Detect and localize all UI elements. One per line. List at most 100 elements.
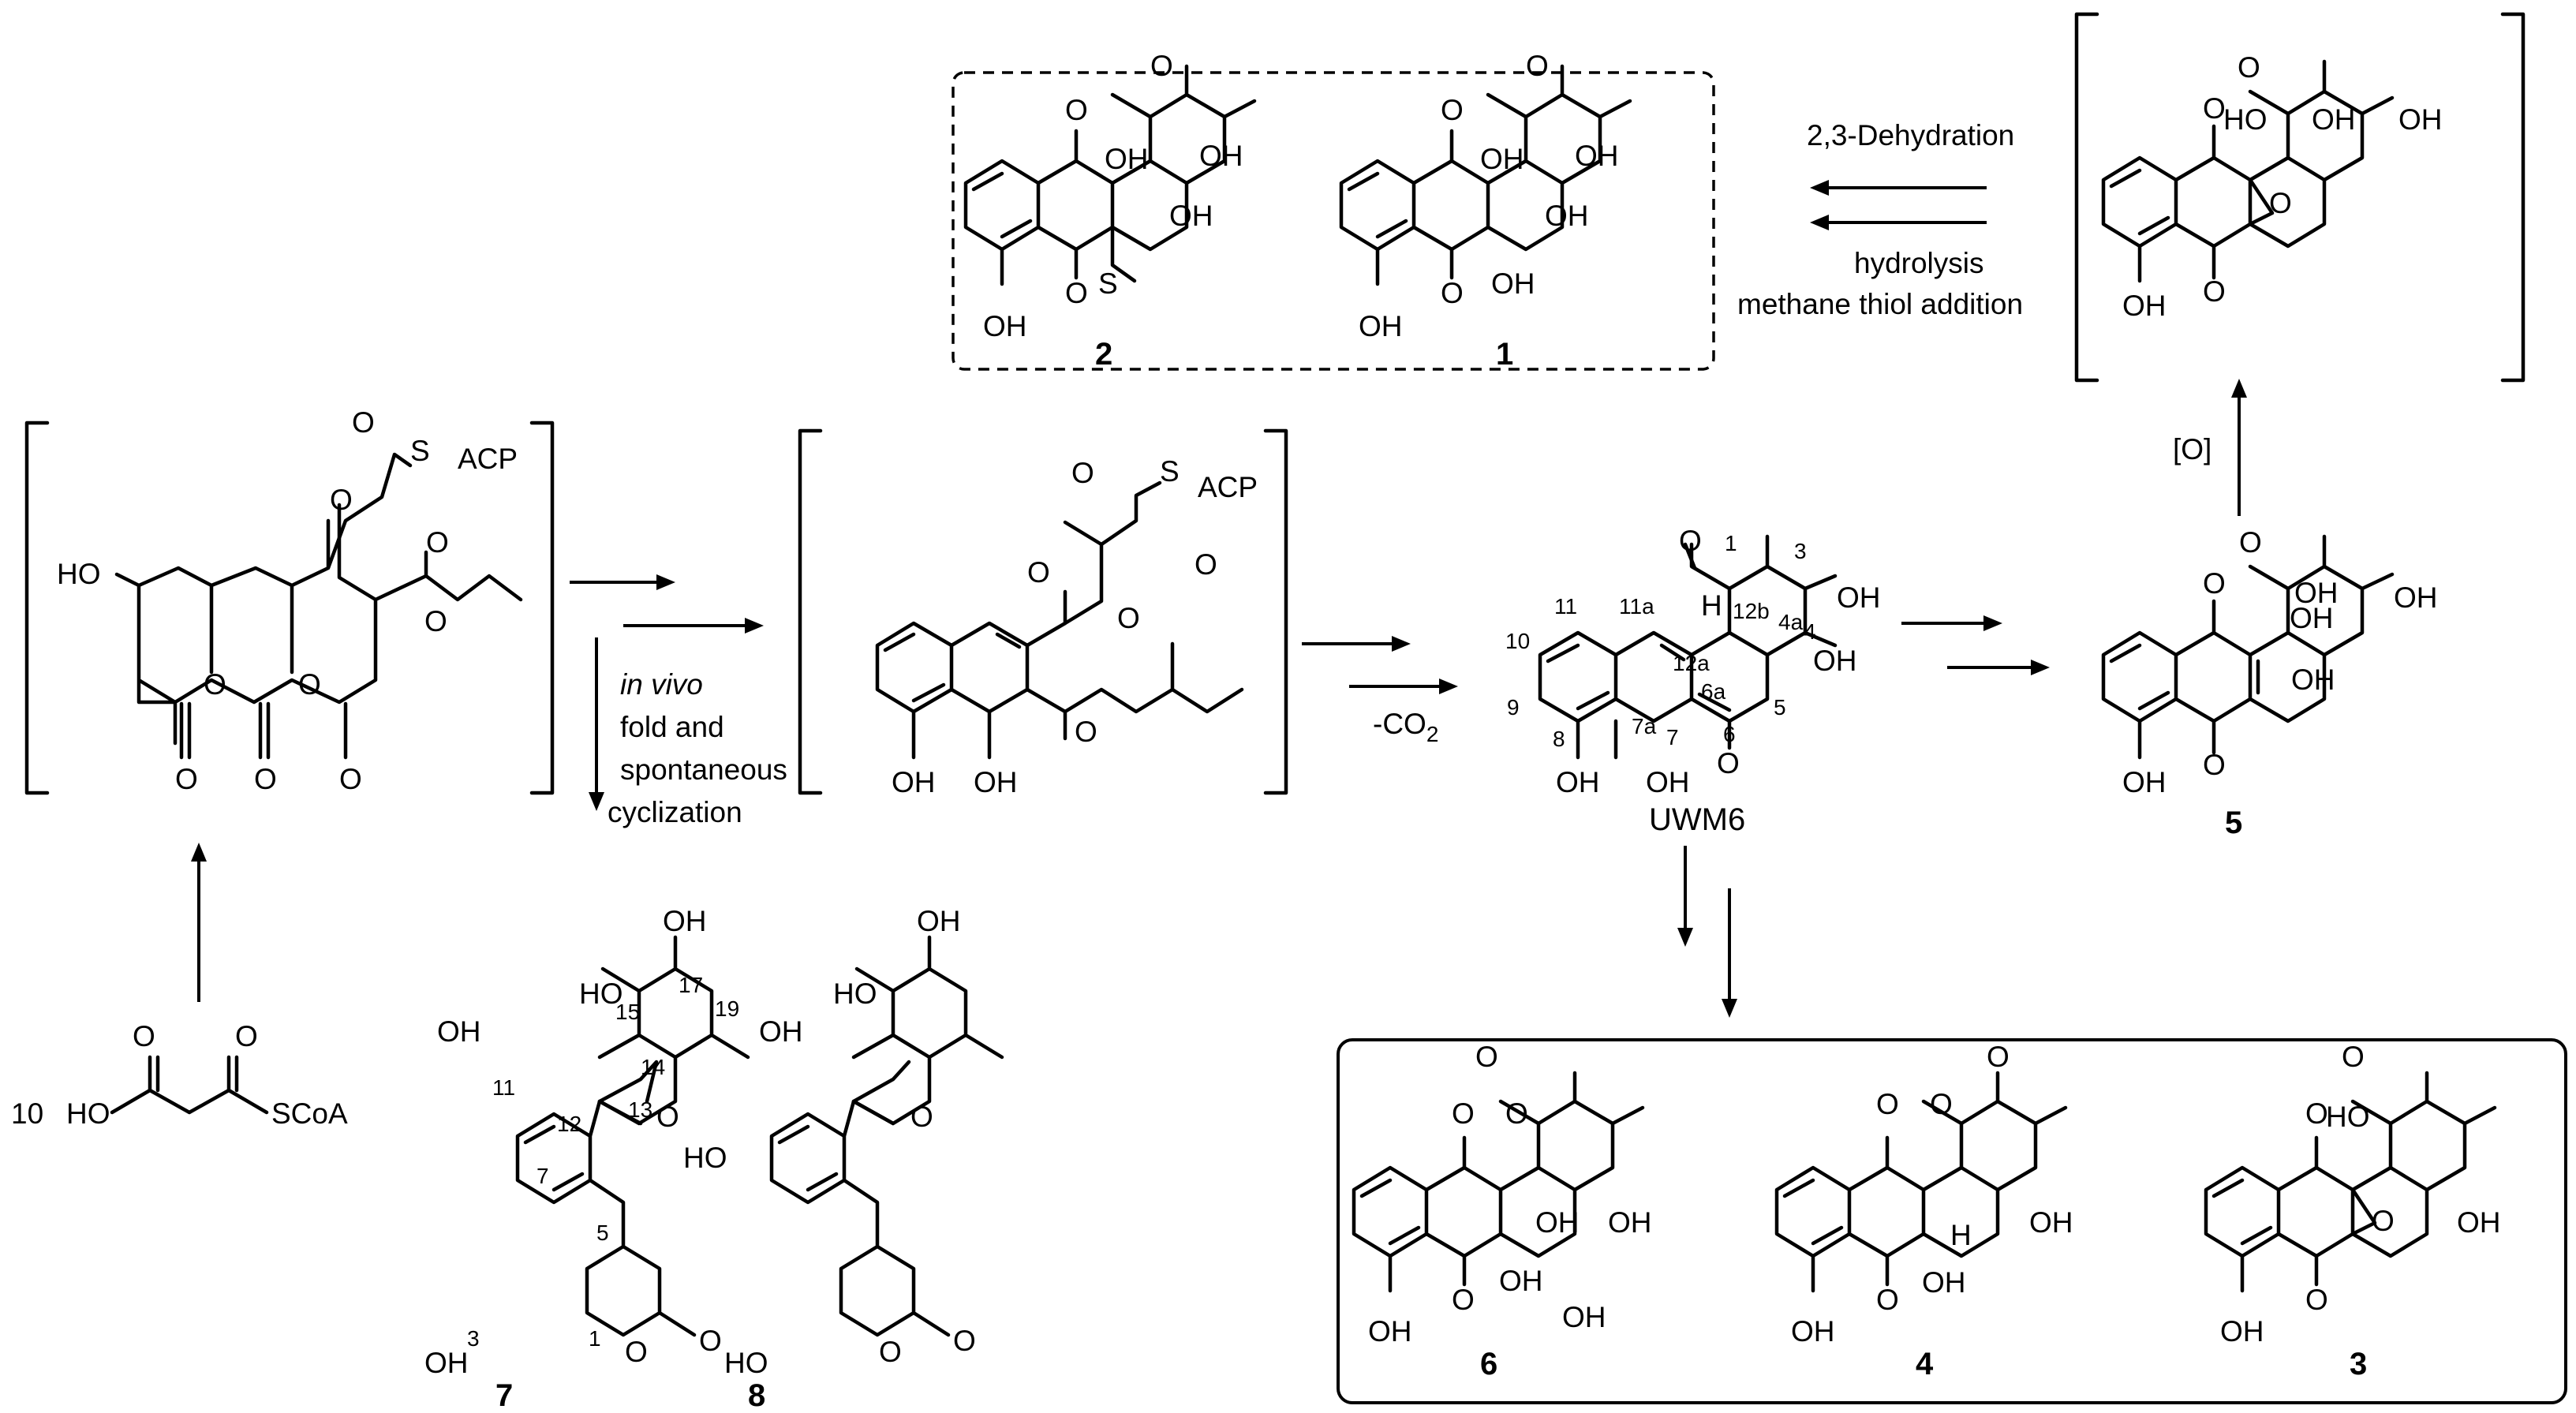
svg-text:O: O [235, 1020, 258, 1052]
svg-text:3: 3 [467, 1326, 480, 1351]
svg-text:12: 12 [557, 1112, 581, 1136]
svg-text:O: O [879, 1336, 902, 1368]
svg-text:1: 1 [1496, 337, 1513, 372]
epoxide-intermediate-structure: O O O O HO OH OH OH [2101, 51, 2443, 322]
svg-text:O: O [1452, 1097, 1475, 1130]
svg-text:11: 11 [492, 1075, 515, 1100]
naphthalene-intermediate-structure: OH OH O S ACP O O O O [875, 455, 1258, 798]
svg-text:OH: OH [1562, 1301, 1606, 1333]
svg-text:OH: OH [1837, 581, 1881, 614]
svg-text:OH: OH [1646, 766, 1690, 798]
compound-4-structure: O O O O H OH OH OH 4 [1774, 1041, 2073, 1381]
svg-text:O: O [2203, 749, 2226, 781]
svg-text:7: 7 [495, 1378, 513, 1413]
svg-text:8: 8 [1553, 727, 1565, 751]
svg-text:10: 10 [1505, 629, 1530, 653]
label-fold: fold and [620, 711, 724, 743]
solid-product-box [1337, 1038, 2567, 1404]
label-spontaneous: spontaneous [620, 753, 787, 786]
svg-text:O: O [352, 406, 375, 439]
label-methanethiol: methane thiol addition [1737, 288, 2023, 320]
svg-text:O: O [1679, 525, 1702, 557]
label-oxidation: [O] [2173, 433, 2211, 465]
svg-text:ACP: ACP [1198, 471, 1258, 503]
svg-text:OH: OH [2457, 1206, 2501, 1239]
svg-text:11: 11 [1554, 594, 1577, 619]
arrow-dehydration [1810, 180, 1987, 230]
dashed-product-box [952, 71, 1715, 371]
svg-text:O: O [2203, 567, 2226, 600]
arrow-uwm6-down [1677, 846, 1737, 1018]
svg-text:OH: OH [759, 1015, 803, 1048]
svg-text:ACP: ACP [458, 443, 518, 475]
svg-text:O: O [1150, 50, 1173, 82]
svg-text:O: O [426, 526, 449, 559]
compound-7-structure: OH HO OH O O O OH 7 17 15 19 14 13 11 12… [424, 905, 750, 1413]
svg-text:O: O [254, 763, 277, 795]
svg-text:5: 5 [1774, 695, 1786, 720]
svg-text:O: O [1027, 556, 1050, 589]
svg-text:OH: OH [1575, 140, 1619, 172]
label-cyclization: cyclization [608, 796, 742, 828]
svg-text:S: S [1160, 455, 1180, 488]
svg-text:15: 15 [615, 1000, 640, 1024]
compound-6-structure: O O O O OH OH OH OH OH 6 [1352, 1041, 1652, 1381]
svg-text:O: O [1117, 602, 1140, 634]
bracket-epoxide-intermediate [2074, 12, 2526, 383]
arrow-uwm6-to-5 [1901, 615, 2050, 675]
svg-text:OH: OH [917, 905, 961, 937]
arrow-polyketide-to-naphthalene [570, 574, 764, 634]
svg-text:19: 19 [715, 996, 739, 1021]
svg-text:OH: OH [1922, 1266, 1966, 1299]
svg-text:11a: 11a [1619, 594, 1654, 619]
svg-text:12b: 12b [1733, 599, 1770, 623]
svg-text:O: O [1526, 50, 1549, 82]
svg-text:O: O [175, 763, 198, 795]
svg-text:OH: OH [437, 1015, 481, 1048]
linear-polyketide-structure: HO S ACP O O O O O O O O O [57, 406, 523, 795]
svg-text:HO: HO [579, 978, 623, 1010]
svg-text:OH: OH [2122, 766, 2167, 798]
compound-2-structure: O O O OH OH OH S OH 2 [963, 50, 1257, 372]
svg-text:OH: OH [1169, 200, 1213, 232]
svg-text:O: O [1075, 716, 1097, 748]
svg-text:HO: HO [833, 978, 877, 1010]
svg-text:OH: OH [1105, 143, 1149, 175]
svg-text:O: O [1717, 747, 1740, 779]
svg-text:12a: 12a [1673, 651, 1710, 675]
svg-text:OH: OH [2394, 581, 2438, 614]
svg-text:17: 17 [679, 973, 703, 997]
svg-text:OH: OH [1199, 140, 1243, 172]
svg-text:8: 8 [748, 1378, 765, 1413]
uwm6-structure: O H OH OH O OH OH UWM6 1 3 4 4a 5 6 6a 7… [1505, 525, 1881, 837]
svg-text:O: O [910, 1101, 933, 1133]
svg-text:O: O [1876, 1284, 1899, 1316]
svg-text:H: H [1701, 589, 1722, 622]
svg-text:O: O [1441, 277, 1464, 309]
svg-text:O: O [2238, 51, 2260, 84]
svg-text:5: 5 [596, 1220, 609, 1245]
svg-text:HO: HO [57, 558, 101, 590]
svg-text:7a: 7a [1632, 714, 1657, 738]
arrow-spontaneous-cyclization [589, 637, 604, 811]
svg-text:9: 9 [1507, 695, 1520, 720]
svg-text:O: O [1452, 1284, 1475, 1316]
svg-text:O: O [2342, 1041, 2365, 1073]
svg-text:13: 13 [628, 1097, 652, 1122]
malonyl-coa-structure: 10 HO O O SCoA [11, 1020, 348, 1130]
svg-text:O: O [2269, 187, 2292, 219]
svg-text:O: O [339, 763, 362, 795]
svg-text:HO: HO [66, 1097, 110, 1130]
svg-text:O: O [625, 1336, 648, 1368]
bracket-naphthalene-intermediate [798, 428, 1288, 795]
svg-text:O: O [424, 605, 447, 637]
label-in-vivo: in vivo [620, 668, 703, 701]
svg-text:O: O [2203, 92, 2226, 125]
svg-text:O: O [699, 1325, 722, 1357]
svg-text:OH: OH [1556, 766, 1600, 798]
svg-text:H: H [1950, 1219, 1972, 1251]
svg-text:O: O [1065, 277, 1088, 309]
svg-text:14: 14 [641, 1055, 665, 1079]
svg-text:1: 1 [589, 1326, 601, 1351]
